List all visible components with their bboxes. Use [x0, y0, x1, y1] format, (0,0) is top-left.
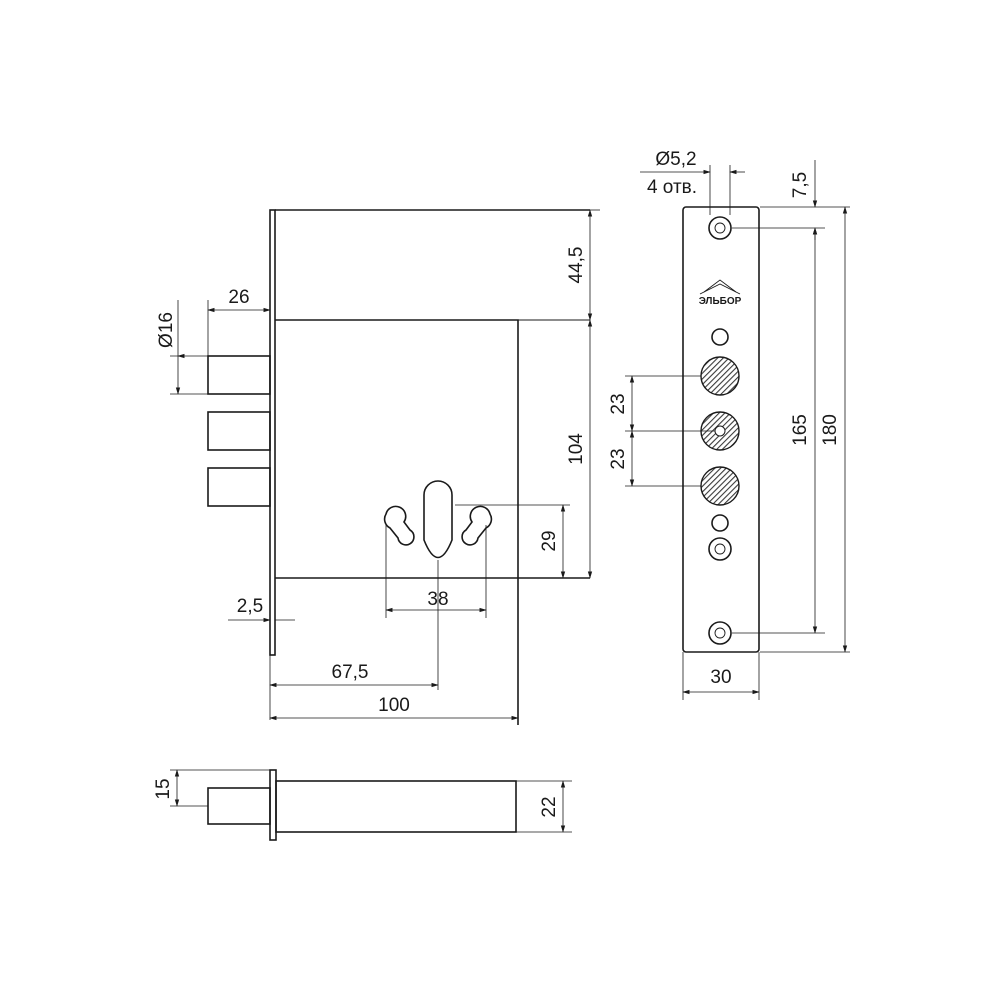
dim-body-width: 100	[378, 695, 410, 716]
dim-bolt-pitch-1: 23	[608, 393, 629, 414]
bolt-end-middle	[700, 411, 740, 451]
dim-hole-offset: 7,5	[790, 172, 811, 198]
faceplate-view: ЭЛЬБОР Ø5,2 4 отв. 7,5 165	[608, 149, 850, 700]
bolt-end-top	[700, 356, 740, 396]
bottom-view: 15 22	[153, 769, 572, 841]
dim-hole-dia: Ø5,2	[655, 149, 696, 170]
dim-backset: 67,5	[332, 662, 369, 683]
bottom-faceplate	[269, 769, 277, 841]
dim-faceplate-width: 30	[710, 667, 731, 688]
dim-bolt-dia: Ø16	[156, 312, 177, 348]
dim-hole-count: 4 отв.	[647, 177, 697, 198]
bolt-top	[207, 355, 271, 395]
side-slot-left	[383, 505, 415, 546]
mount-hole-bottom	[708, 621, 732, 645]
dim-cyl-height: 29	[539, 530, 560, 551]
side-slot-right	[461, 505, 493, 546]
dim-bottom-bolt: 15	[153, 778, 174, 799]
brand-logo: ЭЛЬБОР	[699, 279, 742, 307]
bottom-body	[275, 780, 517, 833]
bolt-middle	[207, 411, 271, 451]
faceplate-outline	[682, 206, 760, 653]
dim-bolt-pitch-2: 23	[608, 448, 629, 469]
dim-body-thickness: 22	[539, 796, 560, 817]
cylinder-keyhole	[423, 480, 453, 559]
lock-body-outline	[275, 319, 519, 725]
front-view: Ø16 26 44,5 104 29 38 2,5 67,5 100	[156, 209, 600, 725]
bolt-bottom	[207, 467, 271, 507]
bottom-bolt	[207, 787, 271, 825]
dim-spindle-height: 104	[566, 433, 587, 465]
small-hole-3	[708, 537, 732, 561]
dim-face-thickness: 2,5	[237, 596, 263, 617]
brand-label: ЭЛЬБОР	[699, 296, 742, 307]
dim-bolt-projection: 26	[228, 287, 249, 308]
small-hole-2	[711, 514, 729, 532]
mount-hole-top	[708, 216, 732, 240]
dim-top-offset: 44,5	[566, 247, 587, 284]
bolt-end-bottom	[700, 466, 740, 506]
small-hole-1	[711, 328, 729, 346]
dim-faceplate-length: 180	[820, 414, 841, 446]
dim-hole-spacing: 165	[790, 414, 811, 446]
